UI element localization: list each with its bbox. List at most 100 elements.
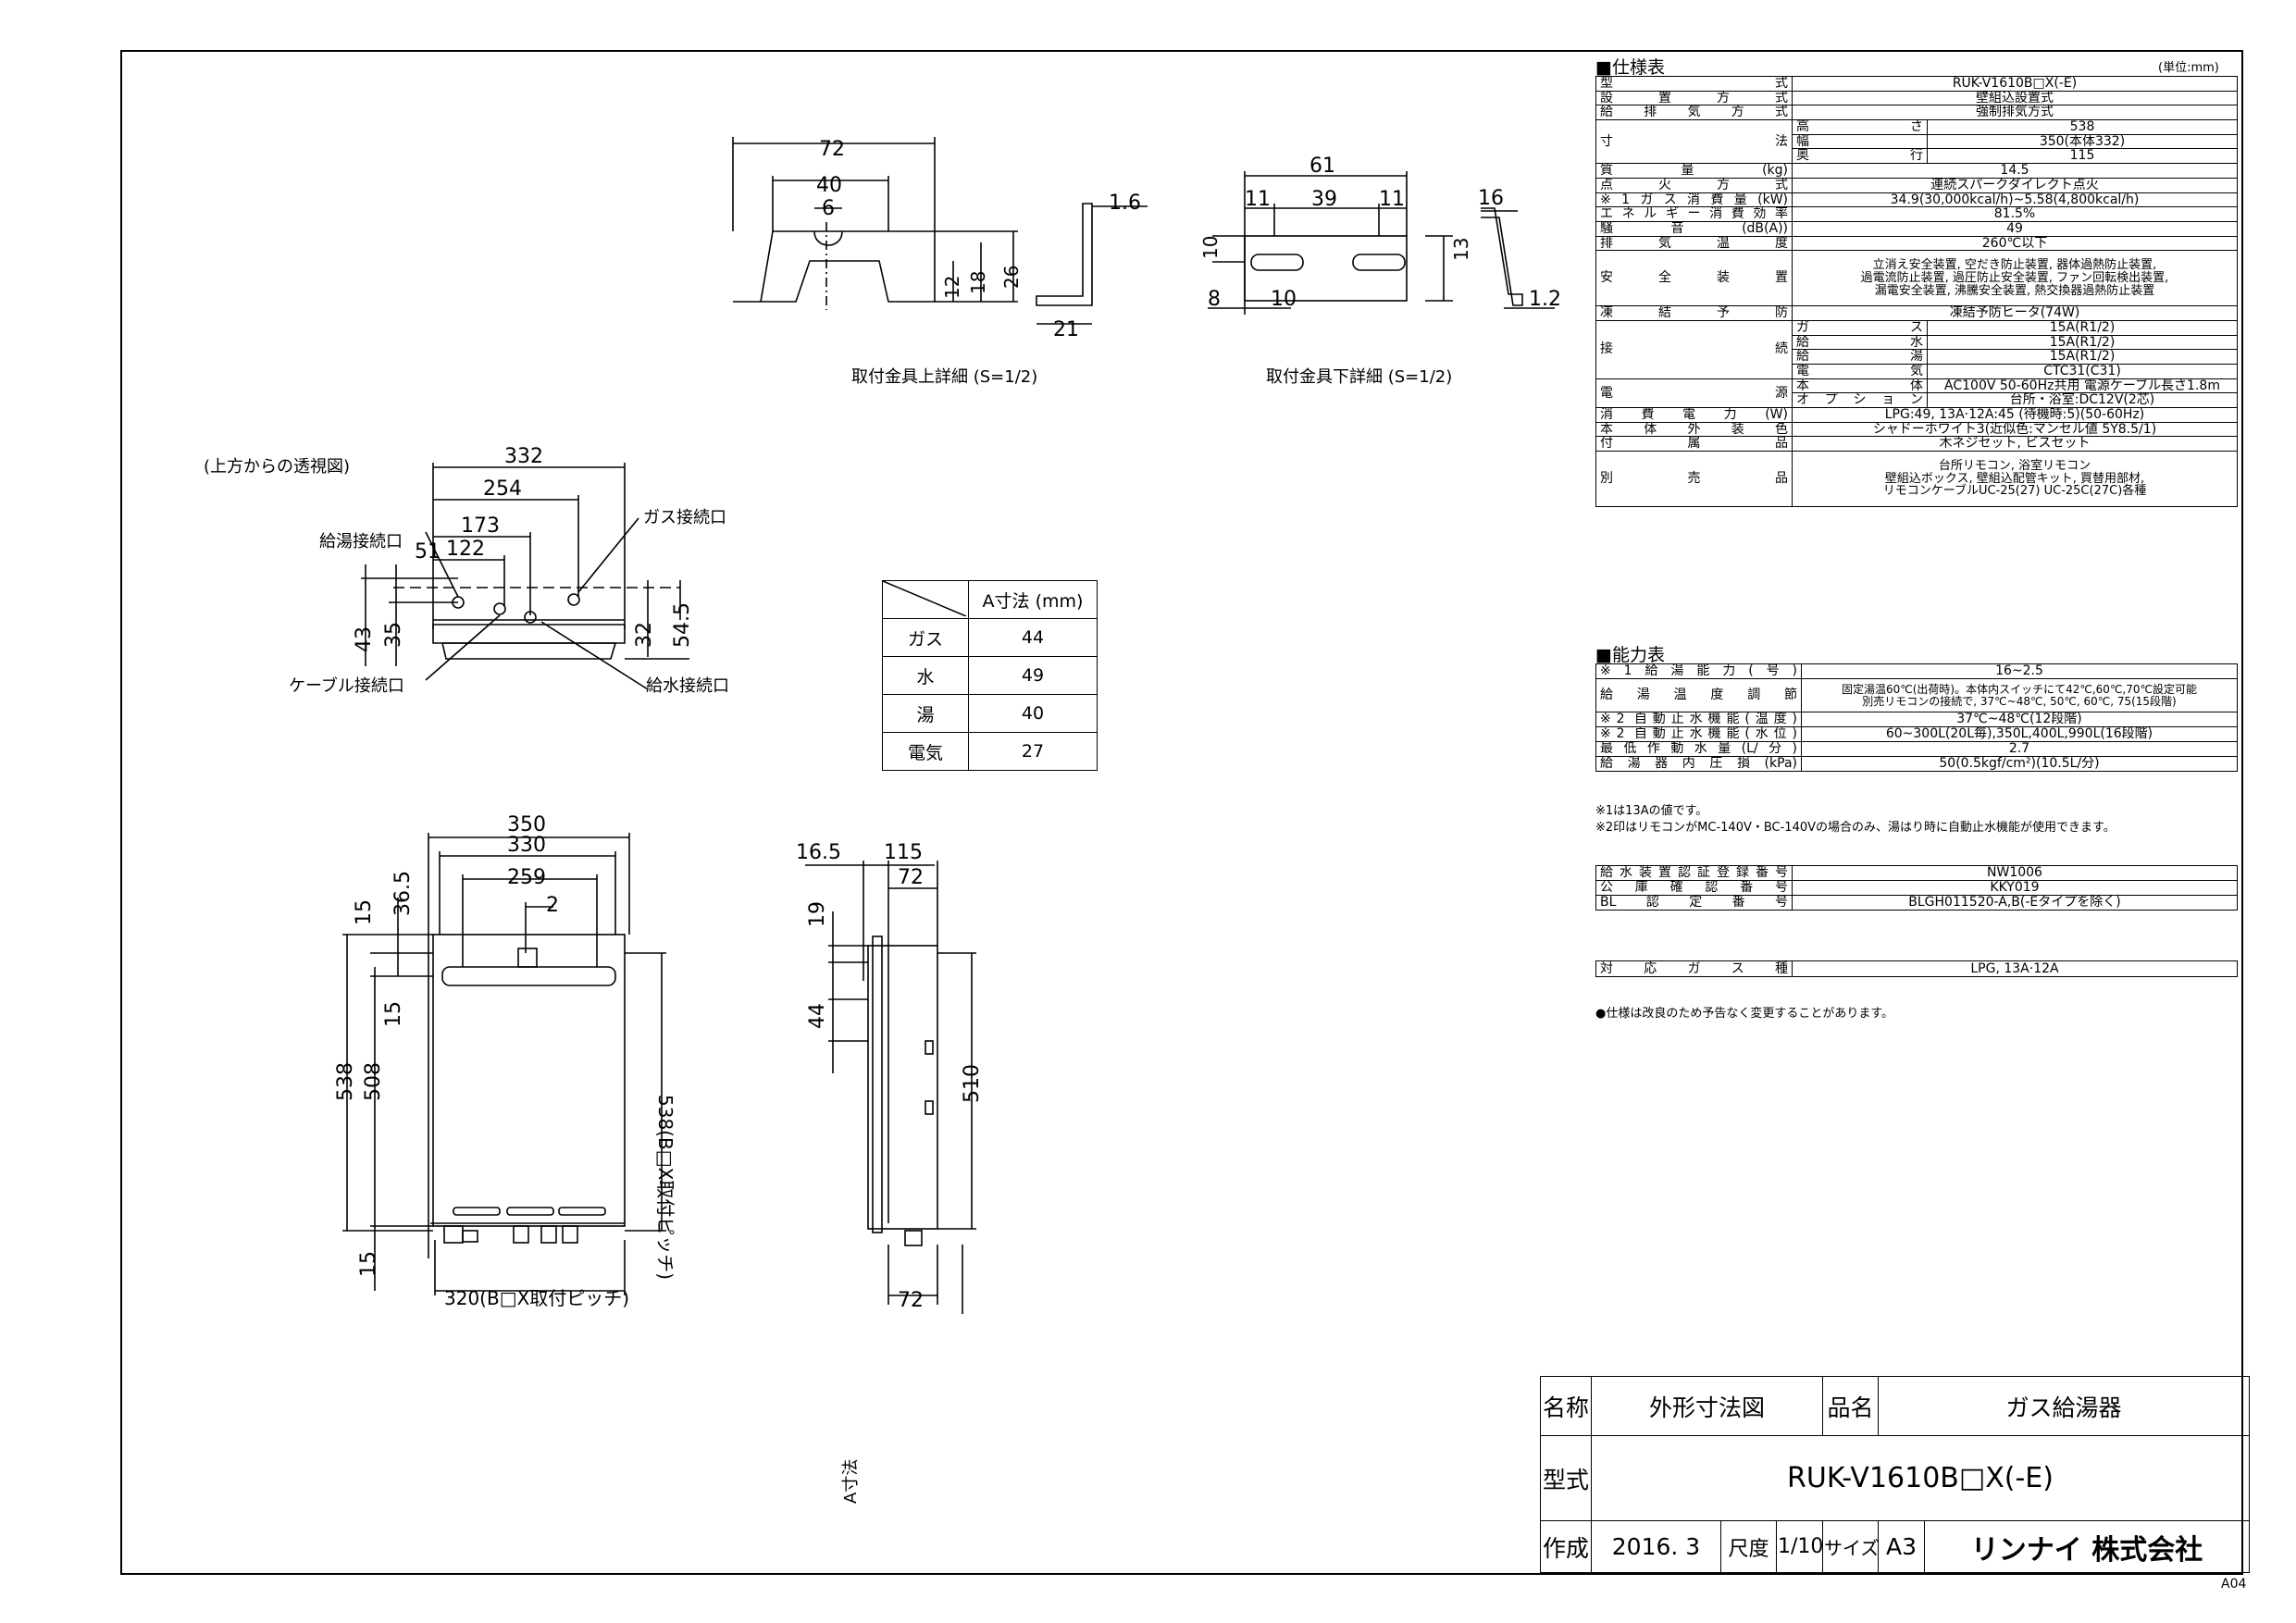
size-label: サイズ — [1822, 1520, 1879, 1573]
water-port-label: 給水接続口 — [646, 676, 729, 696]
capacity-label: ※1給湯能力(号) — [1595, 663, 1802, 679]
capacity-value: 2.7 — [1801, 741, 2238, 757]
capacity-label: 給湯器内圧損(kPa) — [1595, 756, 1802, 772]
cert-label: BL認定番号 — [1595, 895, 1793, 911]
product-value: ガス給湯器 — [1878, 1376, 2250, 1436]
sheet-number: A04 — [2221, 1577, 2247, 1592]
spec-value-line: 壁組込ボックス, 壁組込配管キット, 買替用部材, — [1884, 471, 2145, 486]
dim-label: 19 — [806, 901, 829, 927]
size-value: A3 — [1878, 1520, 1925, 1573]
dim-label: 35 — [382, 622, 405, 648]
capacity-label: ※2 自動止水機能(温度) — [1595, 712, 1802, 727]
spec-label: 接続 — [1595, 319, 1793, 379]
spec-label: 付属品 — [1595, 436, 1793, 452]
upper-bracket-caption: 取付金具上詳細 (S=1/2) — [851, 367, 1037, 387]
spec-value: 14.5 — [1792, 163, 2238, 179]
spec-value: LPG:49, 13A·12A:45 (待機時:5)(50-60Hz) — [1792, 407, 2238, 423]
capacity-value-line: 別売リモコンの接続で, 37℃~48℃, 50℃, 60℃, 75(15段階) — [1862, 694, 2177, 708]
dim-label: 2 — [546, 894, 559, 917]
dim-label: 332 — [504, 445, 543, 468]
top-view-drawing — [361, 463, 689, 690]
dim-label: 122 — [446, 538, 485, 561]
dim-label: 8 — [1208, 288, 1221, 311]
spec-value: 34.9(30,000kcal/h)~5.58(4,800kcal/h) — [1792, 192, 2238, 208]
dim-label: 15 — [357, 1251, 380, 1277]
capacity-label: ※2 自動止水機能(水位) — [1595, 726, 1802, 742]
spec-value: AC100V 50-60Hz共用 電源ケーブル長さ1.8m — [1927, 378, 2238, 394]
name-value: 外形寸法図 — [1591, 1376, 1823, 1436]
gas-port-label: ガス接続口 — [643, 508, 726, 527]
spec-value: 壁組込設置式 — [1792, 90, 2238, 106]
spec-sub-label: 奥行 — [1792, 148, 1928, 165]
dim-label: 39 — [1311, 188, 1337, 211]
dim-label: 508 — [362, 1062, 385, 1101]
dim-label: 10 — [1271, 288, 1297, 311]
dim-label: 36.5 — [391, 871, 415, 916]
a-table-header: A寸法 (mm) — [968, 580, 1098, 619]
dim-label: 26 — [1000, 266, 1023, 289]
a-row-value: 49 — [968, 656, 1098, 695]
pitch-bottom-label: 320(B□X取付ピッチ) — [444, 1287, 629, 1309]
spec-label: 排気温度 — [1595, 235, 1793, 252]
cert-value: KKY019 — [1792, 880, 2238, 896]
model-value: RUK-V1610B□X(-E) — [1591, 1435, 2250, 1521]
dim-label: 21 — [1053, 318, 1079, 341]
spec-sub-label: 給湯 — [1792, 349, 1928, 365]
spec-label: 別売品 — [1595, 451, 1793, 508]
capacity-value: 37℃~48℃(12段階) — [1801, 712, 2238, 727]
dim-label: A寸法 — [841, 1459, 861, 1504]
dim-label: 32 — [633, 622, 656, 648]
spec-value: 15A(R1/2) — [1927, 349, 2238, 365]
dim-label: 13 — [1450, 238, 1472, 261]
a-table-corner — [882, 580, 969, 619]
a-row-value: 44 — [968, 618, 1098, 657]
dim-label: 40 — [816, 174, 842, 197]
spec-value: 15A(R1/2) — [1927, 319, 2238, 336]
spec-value: 立消え安全装置, 空だき防止装置, 器体過熱防止装置,過電流防止装置, 過圧防止… — [1792, 250, 2238, 307]
spec-sub-label: オプション — [1792, 392, 1928, 409]
spec-label: 点火方式 — [1595, 177, 1793, 193]
a-row-name: ガス — [882, 618, 969, 657]
cable-port-label: ケーブル接続口 — [289, 675, 404, 696]
a-row-value: 27 — [968, 732, 1098, 771]
capacity-value: 16~2.5 — [1801, 663, 2238, 679]
capacity-value: 固定湯温60℃(出荷時)。本体内スイッチにて42℃,60℃,70℃設定可能別売リ… — [1801, 678, 2238, 712]
capacity-label: 最低作動水量(L/分) — [1595, 741, 1802, 757]
scale-label: 尺度 — [1720, 1520, 1777, 1573]
dim-label: 15 — [353, 899, 376, 925]
spec-value-line: 過電流防止装置, 過圧防止安全装置, ファン回転検出装置, — [1860, 270, 2169, 285]
dim-label: 510 — [961, 1064, 984, 1103]
a-row-name: 湯 — [882, 694, 969, 733]
spec-label: 騒音(dB(A)) — [1595, 220, 1793, 237]
dim-label: 16 — [1478, 187, 1504, 210]
dim-label: 11 — [1245, 188, 1271, 211]
spec-label: 凍結予防 — [1595, 305, 1793, 321]
dim-label: 115 — [884, 841, 923, 864]
spec-value-line: 立消え安全装置, 空だき防止装置, 器体過熱防止装置, — [1872, 258, 2157, 273]
a-row-name: 電気 — [882, 732, 969, 771]
spec-label: 質量(kg) — [1595, 163, 1793, 179]
a-row-value: 40 — [968, 694, 1098, 733]
dim-label: 51 — [415, 540, 441, 564]
company-name: リンナイ 株式会社 — [1924, 1520, 2250, 1573]
spec-sub-label: 高さ — [1792, 119, 1928, 135]
spec-value: CTC31(C31) — [1927, 364, 2238, 379]
gas-type-label: 対応ガス種 — [1595, 960, 1793, 977]
dim-label: 259 — [507, 866, 546, 889]
made-value: 2016. 3 — [1591, 1520, 1721, 1573]
spec-label: 電源 — [1595, 378, 1793, 409]
capacity-note: ※1は13Aの値です。 — [1595, 804, 1708, 818]
dim-label: 18 — [967, 271, 989, 294]
dim-label: 44 — [806, 1003, 829, 1029]
dim-label: 10 — [1199, 236, 1222, 259]
spec-value: 538 — [1927, 119, 2238, 135]
spec-value: 台所リモコン, 浴室リモコン壁組込ボックス, 壁組込配管キット, 買替用部材,リ… — [1792, 451, 2238, 508]
spec-value-line: 台所リモコン, 浴室リモコン — [1938, 459, 2091, 474]
cert-label: 給水装置認証登録番号 — [1595, 865, 1793, 881]
dim-label: 1.6 — [1109, 192, 1141, 215]
